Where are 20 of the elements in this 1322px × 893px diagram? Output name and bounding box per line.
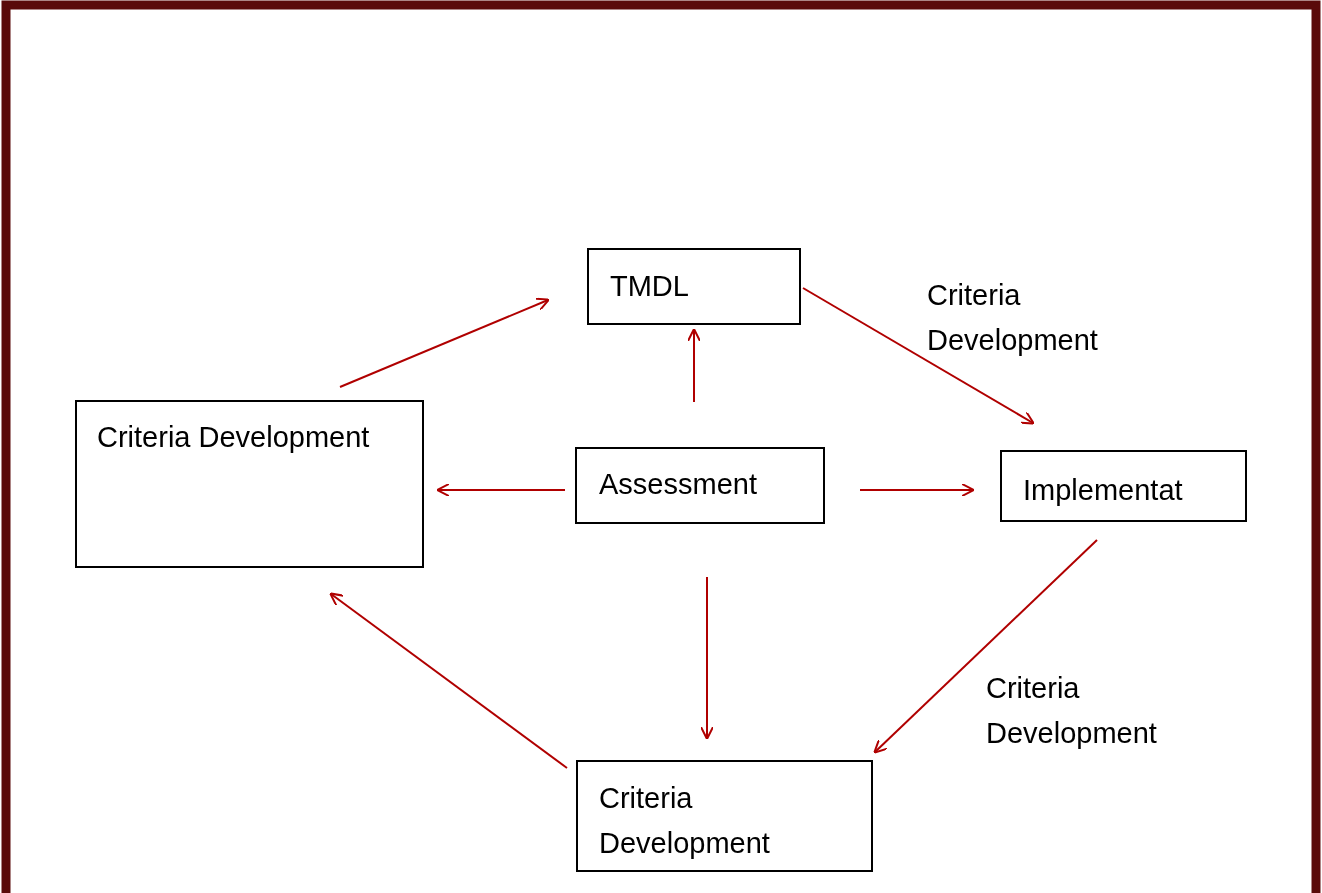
arrow [687, 328, 701, 403]
process-box [75, 400, 424, 568]
box-label: Assessment [599, 467, 758, 502]
arrow [436, 483, 566, 497]
arrow [873, 539, 1098, 754]
note-text: Criteria Development [986, 671, 1158, 751]
arrow [329, 592, 568, 769]
box-label: TMDL [610, 269, 690, 304]
arrow [802, 287, 1035, 425]
process-box [576, 760, 873, 872]
process-box [575, 447, 825, 524]
arrow [700, 576, 714, 740]
arrow [859, 483, 975, 497]
box-label: Implementat [1023, 473, 1184, 508]
note-text: Criteria Development [927, 278, 1099, 358]
process-box [1000, 450, 1247, 522]
box-label: Criteria Development [97, 420, 371, 455]
box-label: Criteria Development [599, 781, 771, 861]
process-box [587, 248, 801, 325]
arrow [339, 297, 550, 388]
